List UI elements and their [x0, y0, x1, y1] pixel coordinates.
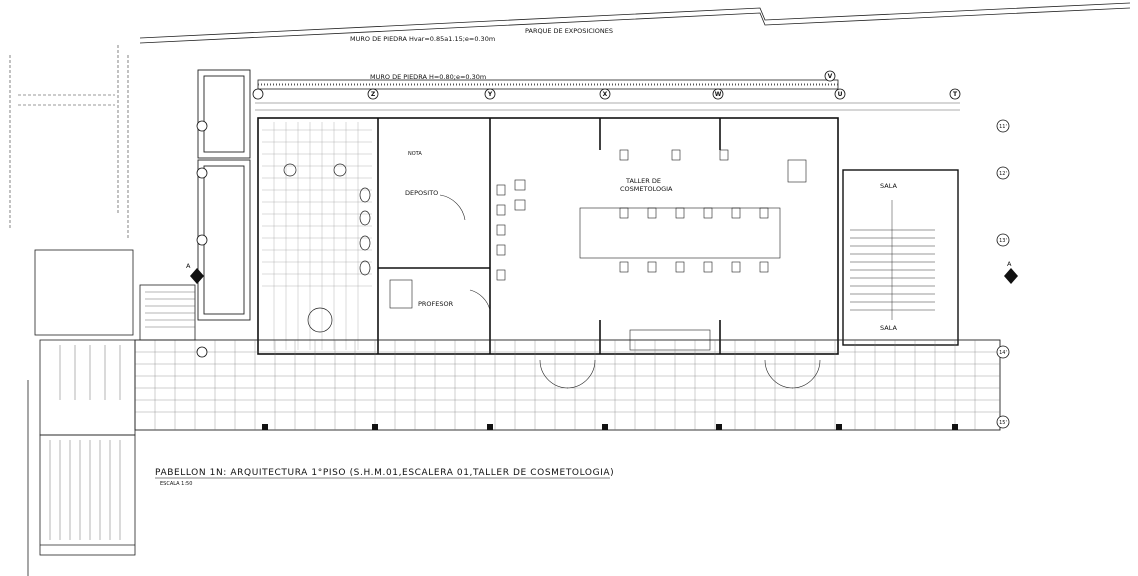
left-stair-treads	[49, 291, 195, 540]
muro-1-label: MURO DE PIEDRA Hvar=0.85a1.15;e=0.30m	[350, 35, 495, 43]
room-deposito: DEPOSITO	[405, 189, 438, 197]
dimension-line-top	[255, 102, 960, 111]
left-stairs	[34, 249, 196, 556]
stair-treads	[850, 200, 935, 320]
site-boundary-lines	[9, 45, 129, 240]
room-nota: NOTA	[408, 151, 422, 157]
drawing-scale: ESCALA 1:50	[160, 481, 192, 487]
muro-2-label: MURO DE PIEDRA H=0.80;e=0.30m	[370, 73, 486, 81]
sanitary-fixtures	[283, 163, 371, 333]
grid-bubbles-side	[196, 119, 1010, 429]
grid-bubble-u: U	[838, 91, 843, 98]
restroom-tiles	[262, 122, 372, 350]
columns	[262, 424, 958, 430]
stair-hall	[842, 169, 959, 346]
top-boundary	[139, 2, 1131, 44]
grid-bubble-y: Y	[487, 91, 493, 98]
door-swings	[539, 359, 821, 389]
room-taller-2: COSMETOLOGIA	[620, 185, 673, 193]
room-taller: TALLER DE	[625, 177, 661, 185]
section-marker-left: A	[186, 262, 204, 284]
cosmetology-stations	[496, 149, 807, 351]
grid-bubble-t: T	[953, 91, 958, 98]
grid-bubble-x: X	[603, 91, 608, 98]
grid-bubble-side-labels: 11' 12' 13' 14' 15'	[999, 124, 1007, 426]
grid-bubble-w: W	[715, 91, 722, 98]
grid-bubble-13: 13'	[999, 238, 1007, 244]
grid-bubble-labels: T U V W X Y Z	[371, 73, 958, 98]
room-sala-top: SALA	[880, 182, 897, 190]
svg-text:A: A	[186, 262, 191, 270]
grid-bubble-z: Z	[371, 91, 376, 98]
grid-bubble-12: 12'	[999, 171, 1007, 177]
grid-bubbles-top	[252, 70, 961, 100]
grid-bubble-14: 14'	[999, 350, 1007, 356]
left-tower	[197, 69, 251, 321]
stone-wall	[257, 79, 839, 90]
room-profesor: PROFESOR	[418, 300, 454, 308]
main-building-walls	[257, 117, 839, 355]
room-sala-bottom: SALA	[880, 324, 897, 332]
grid-bubble-v: V	[828, 73, 833, 80]
grid-bubble-15: 15'	[999, 420, 1007, 426]
svg-text:A: A	[1007, 260, 1012, 268]
drawing-title: PABELLON 1N: ARQUITECTURA 1°PISO (S.H.M.…	[155, 468, 614, 478]
parque-label: PARQUE DE EXPOSICIONES	[525, 27, 613, 35]
section-marker-right: A	[1004, 260, 1018, 284]
profesor-desk	[389, 194, 491, 311]
grid-bubble-11: 11'	[999, 124, 1007, 130]
